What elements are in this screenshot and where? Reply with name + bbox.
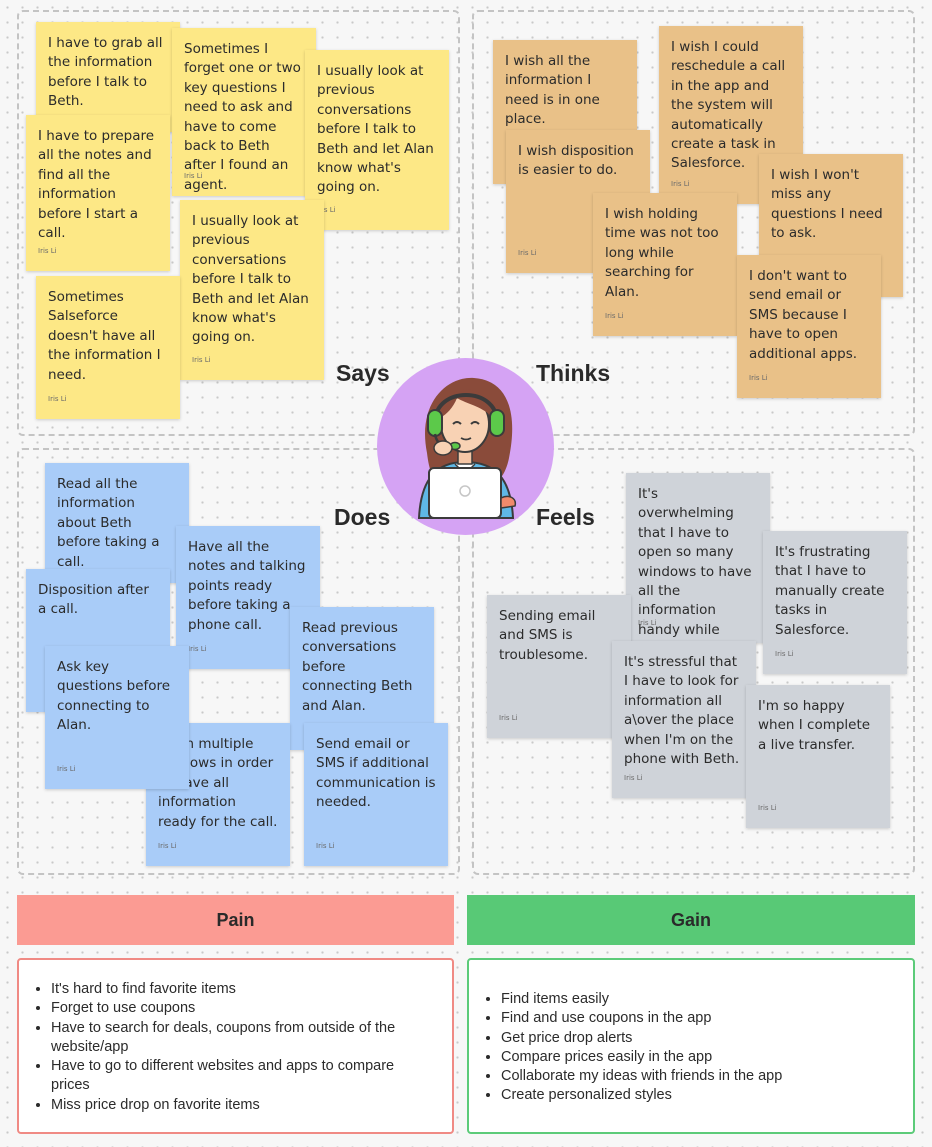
note-text: I wish I won't miss any questions I need… xyxy=(771,167,883,242)
note-author: Iris Li xyxy=(316,841,335,850)
note-author: Iris Li xyxy=(192,355,211,364)
note-text: Read previous conversations before conne… xyxy=(302,620,413,714)
sticky-note[interactable]: It's stressful that I have to look for i… xyxy=(612,641,756,798)
persona-avatar xyxy=(377,358,554,535)
list-item: Find items easily xyxy=(501,990,897,1009)
note-author: Iris Li xyxy=(749,373,768,382)
note-text: I wish holding time was not too long whi… xyxy=(605,206,719,300)
list-item: Forget to use coupons xyxy=(51,999,436,1018)
note-text: Disposition after a call. xyxy=(38,582,149,618)
note-text: I have to grab all the information befor… xyxy=(48,35,163,110)
list-item: Have to go to different websites and app… xyxy=(51,1057,436,1096)
note-author: Iris Li xyxy=(638,618,657,627)
note-text: It's stressful that I have to look for i… xyxy=(624,654,740,768)
sticky-note[interactable]: Send email or SMS if additional communic… xyxy=(304,723,448,866)
sticky-note[interactable]: Sometimes Salseforce doesn't have all th… xyxy=(36,276,180,419)
feels-label: Feels xyxy=(536,504,595,530)
note-author: Iris Li xyxy=(775,649,794,658)
sticky-note[interactable]: It's overwhelming that I have to open so… xyxy=(626,473,770,657)
sticky-note[interactable]: I wish holding time was not too long whi… xyxy=(593,193,737,336)
pain-header: Pain xyxy=(17,895,454,945)
pain-list-box: It's hard to find favorite items Forget … xyxy=(17,958,454,1134)
list-item: Get price drop alerts xyxy=(501,1029,897,1048)
note-author: Iris Li xyxy=(38,246,57,255)
feels-quadrant xyxy=(472,448,915,875)
note-author: Iris Li xyxy=(57,764,76,773)
note-text: It's frustrating that I have to manually… xyxy=(775,544,885,638)
note-text: Have all the notes and talking points re… xyxy=(188,539,306,633)
thinks-quadrant xyxy=(472,10,915,436)
sticky-note[interactable]: I don't want to send email or SMS becaus… xyxy=(737,255,881,398)
note-text: I usually look at previous conversations… xyxy=(317,63,434,196)
sticky-note[interactable]: I usually look at previous conversations… xyxy=(180,200,324,380)
sticky-note[interactable]: Sometimes I forget one or two key questi… xyxy=(172,28,316,196)
does-label: Does xyxy=(334,504,391,530)
sticky-note[interactable]: I'm so happy when I complete a live tran… xyxy=(746,685,890,828)
note-author: Iris Li xyxy=(499,713,518,722)
note-text: I don't want to send email or SMS becaus… xyxy=(749,268,858,362)
note-text: I wish I could reschedule a call in the … xyxy=(671,39,786,172)
note-author: Iris Li xyxy=(671,179,690,188)
gain-header: Gain xyxy=(467,895,915,945)
list-item: Find and use coupons in the app xyxy=(501,1009,897,1028)
note-text: I have to prepare all the notes and find… xyxy=(38,128,155,242)
list-item: Have to search for deals, coupons from o… xyxy=(51,1019,436,1058)
note-text: It's overwhelming that I have to open so… xyxy=(638,486,752,657)
says-quadrant xyxy=(17,10,460,436)
note-author: Iris Li xyxy=(188,644,207,653)
woman-with-headset-at-laptop-icon xyxy=(417,377,517,519)
gain-list-box: Find items easily Find and use coupons i… xyxy=(467,958,915,1134)
list-item: Miss price drop on favorite items xyxy=(51,1096,436,1115)
sticky-note[interactable]: Sending email and SMS is troublesome. Ir… xyxy=(487,595,631,738)
note-author: Iris Li xyxy=(317,205,336,214)
note-author: Iris Li xyxy=(518,248,537,257)
says-label: Says xyxy=(336,360,390,386)
sticky-note[interactable]: Read all the information about Beth befo… xyxy=(45,463,189,583)
note-text: Sending email and SMS is troublesome. xyxy=(499,608,596,663)
note-author: Iris Li xyxy=(184,171,203,180)
does-quadrant xyxy=(17,448,460,875)
list-item: Create personalized styles xyxy=(501,1086,897,1105)
note-text: I wish disposition is easier to do. xyxy=(518,143,634,179)
thinks-label: Thinks xyxy=(536,360,611,386)
sticky-note[interactable]: It's frustrating that I have to manually… xyxy=(763,531,907,674)
gain-list: Find items easily Find and use coupons i… xyxy=(483,990,897,1106)
note-author: Iris Li xyxy=(48,394,67,403)
note-author: Iris Li xyxy=(605,311,624,320)
sticky-note[interactable]: I have to grab all the information befor… xyxy=(36,22,180,132)
note-author: Iris Li xyxy=(158,841,177,850)
note-text: Read all the information about Beth befo… xyxy=(57,476,160,570)
note-text: I'm so happy when I complete a live tran… xyxy=(758,698,871,753)
sticky-note[interactable]: I usually look at previous conversations… xyxy=(305,50,449,230)
note-text: Sometimes I forget one or two key questi… xyxy=(184,41,301,193)
sticky-note[interactable]: Ask key questions before connecting to A… xyxy=(45,646,189,789)
note-author: Iris Li xyxy=(758,803,777,812)
pain-list: It's hard to find favorite items Forget … xyxy=(33,980,436,1115)
note-text: Ask key questions before connecting to A… xyxy=(57,659,171,734)
note-author: Iris Li xyxy=(624,773,643,782)
sticky-note[interactable]: I have to prepare all the notes and find… xyxy=(26,115,170,271)
list-item: Collaborate my ideas with friends in the… xyxy=(501,1067,897,1086)
note-text: I wish all the information I need is in … xyxy=(505,53,600,128)
note-text: I usually look at previous conversations… xyxy=(192,213,309,346)
list-item: Compare prices easily in the app xyxy=(501,1048,897,1067)
note-text: Send email or SMS if additional communic… xyxy=(316,736,436,811)
note-text: Sometimes Salseforce doesn't have all th… xyxy=(48,289,161,383)
list-item: It's hard to find favorite items xyxy=(51,980,436,999)
